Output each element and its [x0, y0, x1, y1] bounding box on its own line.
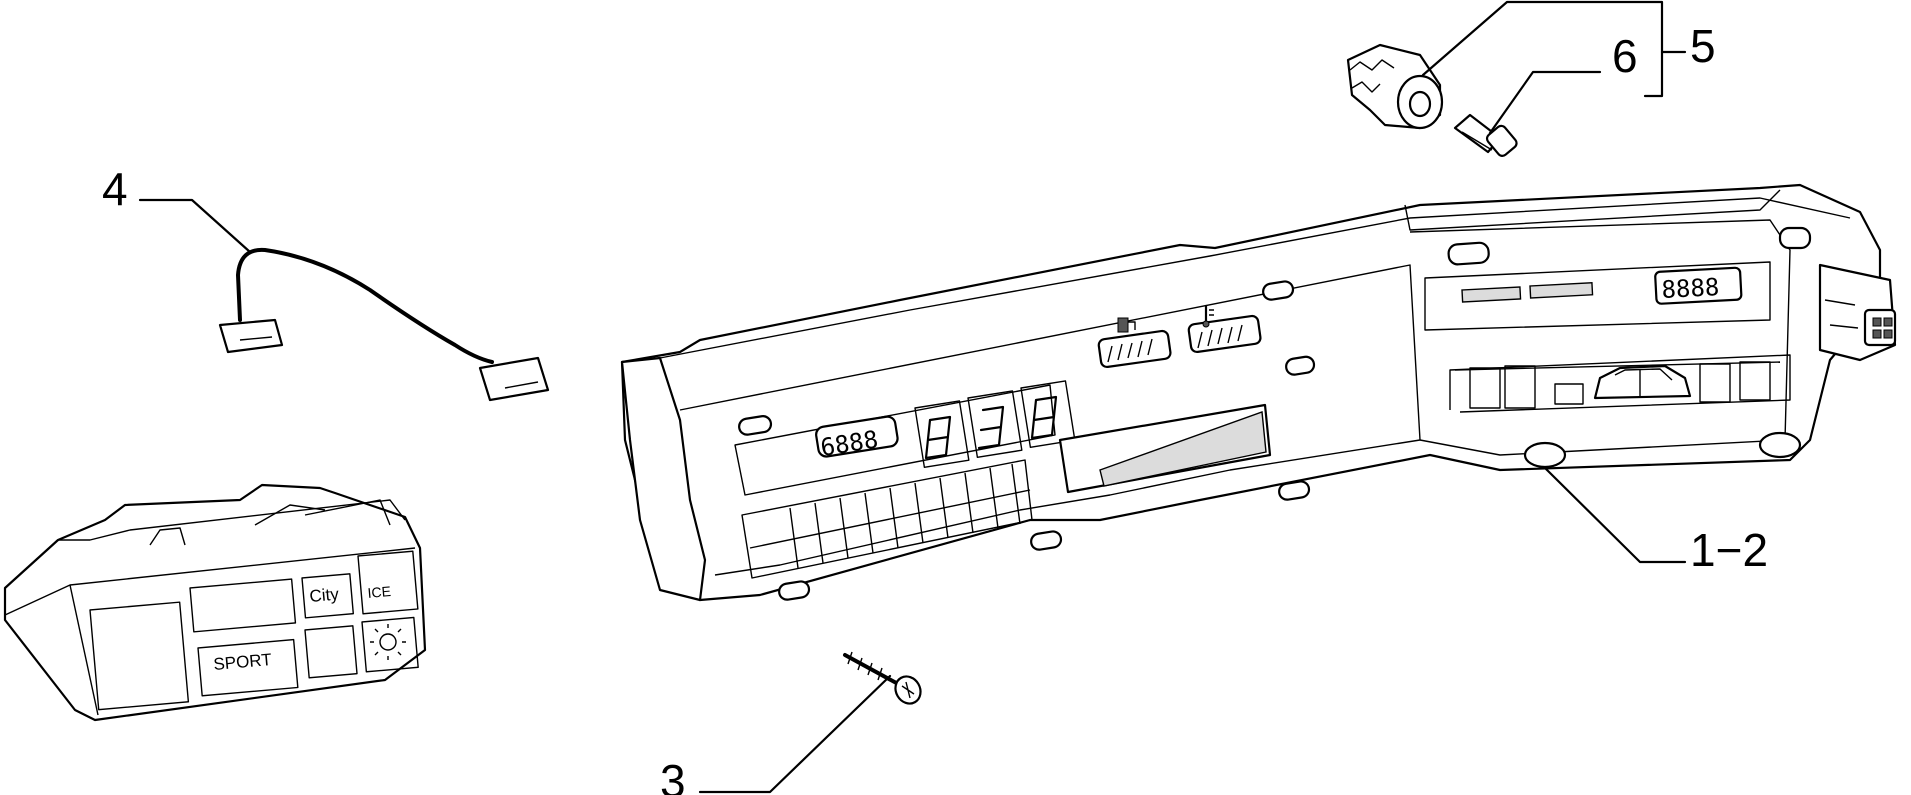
instrument-cluster: 8888 6888: [620, 183, 1897, 602]
fuel-pump-icon: [1117, 317, 1136, 333]
ice-button-label: ICE: [367, 583, 392, 601]
seven-segment-display: [914, 380, 1076, 468]
callout-6: 6: [1612, 30, 1638, 82]
bulb: [1453, 113, 1518, 157]
thermometer-icon: [1202, 304, 1214, 328]
sun-light-icon: [370, 624, 406, 660]
callout-4: 4: [102, 163, 128, 215]
callout-1-2: 1−2: [1690, 524, 1768, 576]
wiring-harness: [218, 247, 550, 402]
car-icon: [1593, 364, 1692, 400]
bulb-holder: [1346, 43, 1444, 130]
clock-digits: 8888: [1661, 273, 1720, 304]
switch-panel: SPORT City ICE: [3, 483, 427, 722]
callout-5: 5: [1690, 20, 1716, 72]
screw: [843, 651, 922, 705]
leader-lines: [138, 0, 1687, 794]
city-button-label: City: [309, 584, 340, 606]
callout-3: 3: [660, 755, 686, 795]
